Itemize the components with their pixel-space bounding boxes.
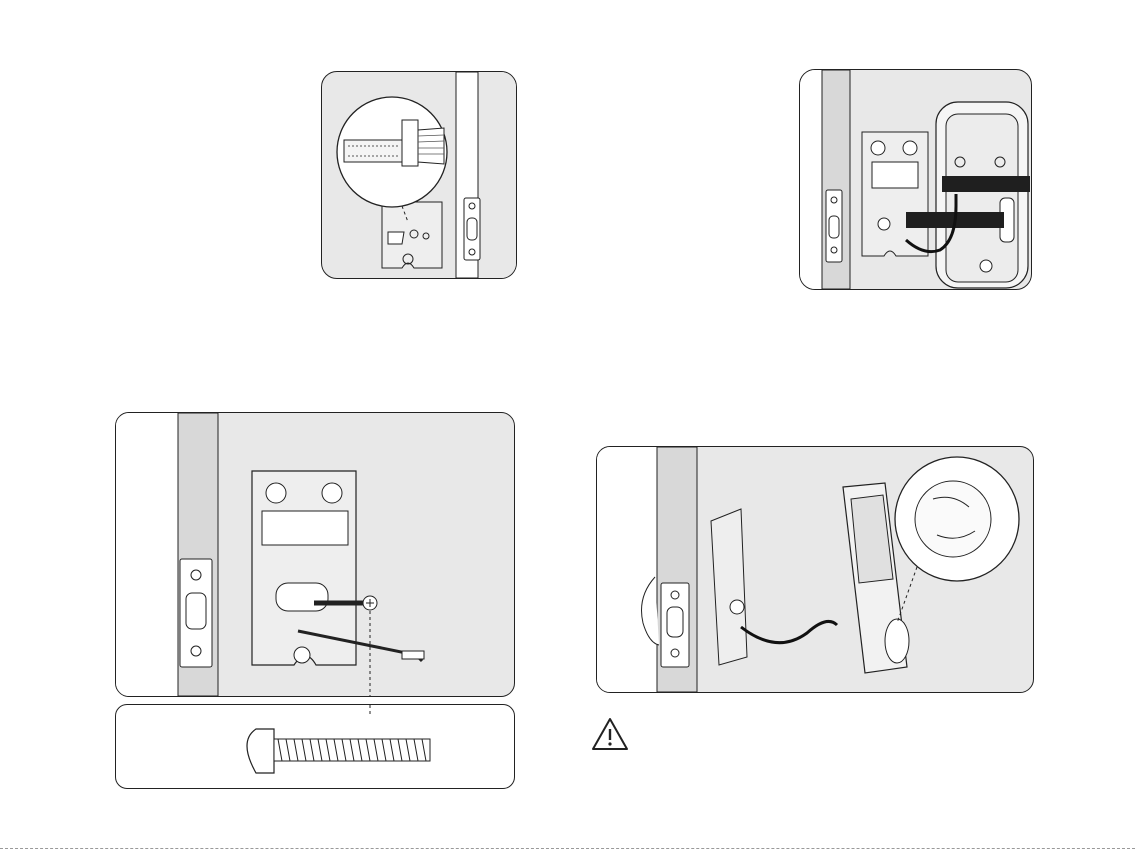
figure-connector-closeup	[321, 71, 517, 279]
screw-icon	[116, 705, 514, 788]
figure-screw-detail	[115, 704, 515, 789]
warning-triangle-icon	[590, 716, 630, 752]
connector-closeup-illustration	[322, 72, 516, 278]
figure-thumbturn-assembly	[596, 446, 1034, 693]
page-bottom-rule	[0, 848, 1135, 849]
thumbturn-assembly-illustration	[597, 447, 1033, 692]
mounting-plate-screw-illustration	[116, 413, 514, 696]
figure-mounting-plate-screw	[115, 412, 515, 697]
figure-cable-routing	[799, 69, 1032, 290]
cable-routing-illustration	[800, 70, 1031, 289]
